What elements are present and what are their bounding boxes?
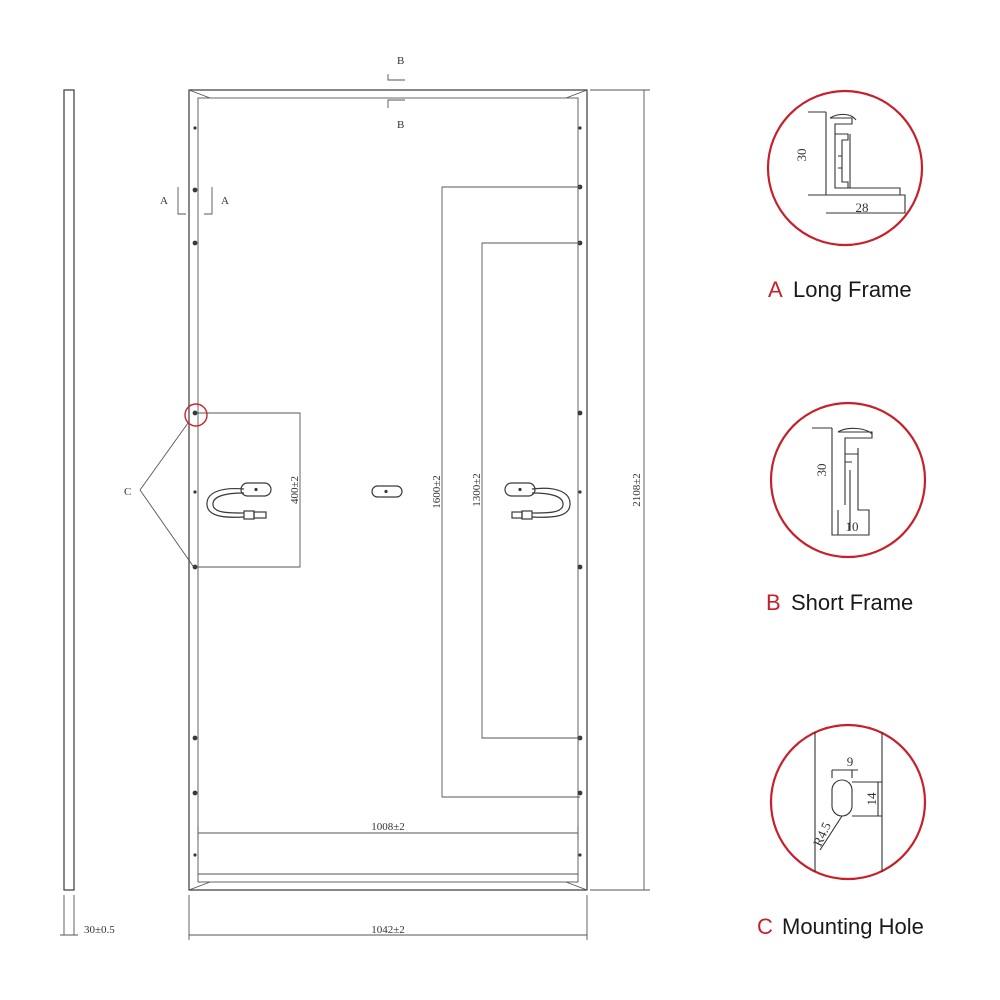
long-frame-profile xyxy=(808,111,906,214)
section-b-marker: B B xyxy=(387,55,405,131)
span-1300-label: 1300±2 xyxy=(471,473,483,507)
section-b-top-label: B xyxy=(397,55,404,67)
long-frame-letter: A xyxy=(768,277,783,302)
side-view-outline xyxy=(63,89,75,891)
span-400-label: 400±2 xyxy=(289,476,301,504)
mounting-hole-width-dim: 9 xyxy=(847,754,854,769)
mounting-hole-title: Mounting Hole xyxy=(782,914,924,939)
short-frame-height-dim: 30 xyxy=(814,464,829,477)
span-400-box xyxy=(197,412,301,568)
thickness-dim-label: 30±0.5 xyxy=(84,924,115,936)
panel-inner-frame xyxy=(197,97,579,883)
short-frame-width-dim: 10 xyxy=(846,519,859,534)
long-frame-height-dim: 30 xyxy=(794,149,809,162)
mounting-hole-profile xyxy=(814,732,883,872)
corner-bevel-br xyxy=(565,881,588,891)
span-1600-label: 1600±2 xyxy=(431,475,443,509)
left-connector-cable xyxy=(206,482,272,520)
span-1300-box xyxy=(481,242,580,739)
height-dim-label: 2108±2 xyxy=(631,473,643,507)
long-frame-width-dim: 28 xyxy=(856,200,869,215)
side-view: 30±0.5 xyxy=(60,89,115,936)
right-connector-cable xyxy=(504,482,571,520)
long-frame-title: Long Frame xyxy=(793,277,912,302)
section-c-label: C xyxy=(124,486,131,498)
left-mounting-holes xyxy=(192,126,198,857)
corner-bevel-tr xyxy=(565,89,588,99)
inner-width-dim-label: 1008±2 xyxy=(371,821,405,833)
panel-back-view: 400±2 1600±2 1300±2 xyxy=(124,55,650,940)
mounting-hole-circle xyxy=(769,723,927,881)
short-frame-circle xyxy=(769,401,927,559)
section-a-right-label: A xyxy=(221,195,229,207)
mounting-hole-height-dim: 14 xyxy=(864,792,879,806)
section-a-left-label: A xyxy=(160,195,168,207)
mounting-hole-letter: C xyxy=(757,914,773,939)
section-a-marker: A A xyxy=(160,187,229,215)
panel-outer-frame xyxy=(188,89,588,891)
long-frame-circle xyxy=(766,89,924,247)
junction-box xyxy=(371,485,403,498)
corner-bevel-bl xyxy=(188,881,211,891)
short-frame-title: Short Frame xyxy=(791,590,913,615)
short-frame-profile xyxy=(812,427,873,536)
short-frame-letter: B xyxy=(766,590,781,615)
span-1600-box xyxy=(441,186,580,798)
detail-long-frame: 30 28 A Long Frame xyxy=(766,89,924,302)
right-mounting-holes xyxy=(577,126,583,857)
detail-mounting-hole: 9 14 R4.5 C Mounting Hole xyxy=(757,723,927,939)
section-c-callout: C xyxy=(124,403,208,567)
width-dim-label: 1042±2 xyxy=(371,924,405,936)
corner-bevel-tl xyxy=(188,89,211,99)
detail-short-frame: 30 10 B Short Frame xyxy=(766,401,927,615)
section-b-bottom-label: B xyxy=(397,119,404,131)
